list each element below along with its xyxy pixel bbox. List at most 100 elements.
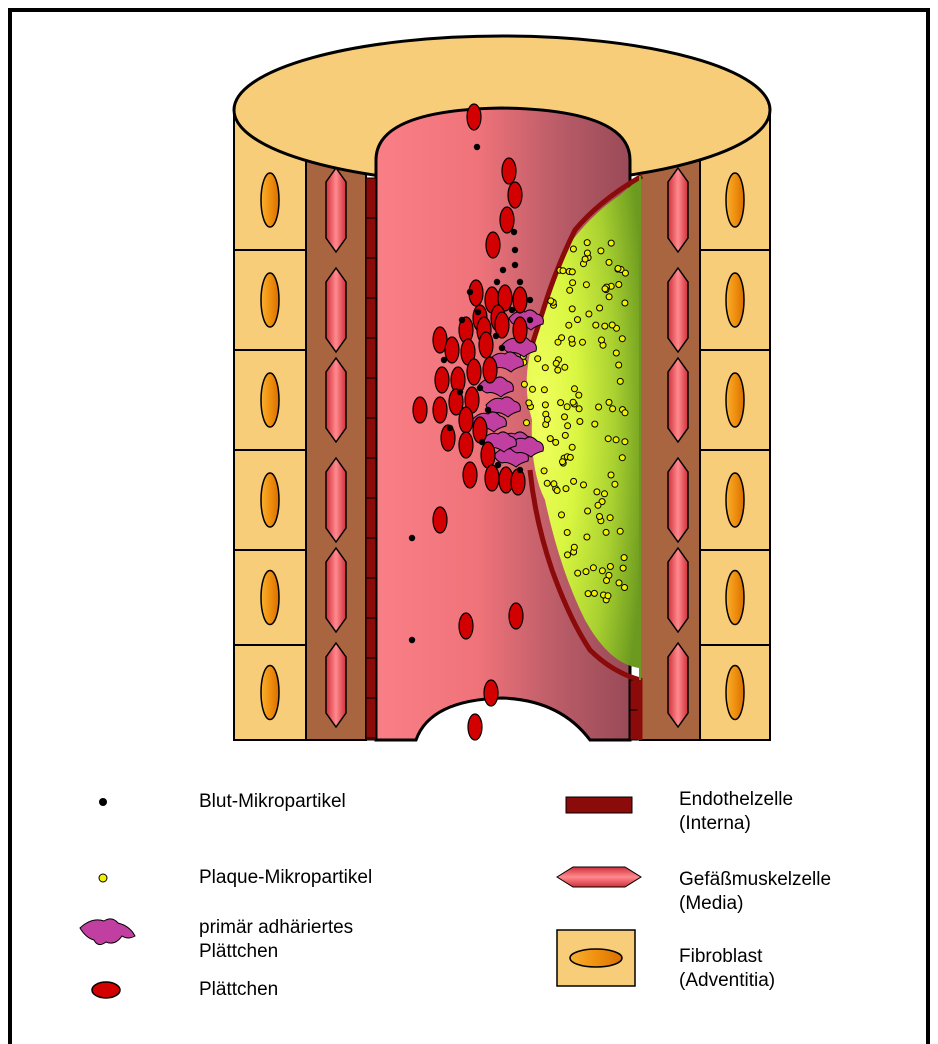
legend-icons (80, 797, 641, 998)
plaque-microparticle (560, 268, 566, 274)
endothelial-cell (366, 618, 376, 658)
blood-microparticle (495, 462, 501, 468)
plaque-microparticle (620, 565, 626, 571)
endothelial-cell (366, 698, 376, 738)
endothelial-cell (366, 178, 376, 218)
plaque-microparticle (542, 402, 548, 408)
plaque-microparticle (559, 512, 565, 518)
plaque-microparticle (619, 336, 625, 342)
platelet (463, 462, 477, 488)
platelet (513, 287, 527, 313)
fibroblast-nucleus (261, 473, 279, 527)
platelet (483, 357, 497, 383)
plaque-microparticle (567, 454, 573, 460)
black-dot-icon (99, 798, 107, 806)
blood-microparticle (477, 385, 483, 391)
plaque-microparticle (570, 246, 576, 252)
plaque-microparticle (593, 322, 599, 328)
smooth-muscle-cell (668, 168, 688, 252)
plaque-microparticle (613, 437, 619, 443)
smooth-muscle-cell (668, 548, 688, 632)
endothelial-cell (366, 738, 376, 740)
red-oval-icon (92, 982, 120, 998)
plaque-microparticle (612, 481, 618, 487)
plaque-microparticle (584, 250, 590, 256)
plaque-microparticle (583, 569, 589, 575)
smooth-muscle-cell (326, 548, 346, 632)
plaque-microparticle (622, 410, 628, 416)
plaque-microparticle (594, 489, 600, 495)
platelet (509, 603, 523, 629)
plaque-microparticle (544, 480, 550, 486)
endothelial-cell (366, 258, 376, 298)
plaque-microparticle (555, 367, 561, 373)
magenta-blob-icon (80, 919, 135, 945)
endothelial-cell (366, 338, 376, 378)
plaque-microparticle (602, 286, 608, 292)
endothelial-cell (366, 538, 376, 578)
blood-microparticle (467, 289, 473, 295)
label-plaque-microparticle: Plaque-Mikropartikel (199, 866, 372, 890)
plaque-microparticle (554, 488, 560, 494)
plaque-microparticle (584, 240, 590, 246)
plaque-microparticle (576, 406, 582, 412)
endothelial-bar-icon (566, 797, 632, 813)
plaque-microparticle (604, 578, 610, 584)
platelet (459, 432, 473, 458)
smooth-muscle-cell (668, 268, 688, 352)
blood-microparticle (441, 357, 447, 363)
plaque-microparticle (615, 266, 621, 272)
blood-microparticle (479, 439, 485, 445)
plaque-microparticle (603, 529, 609, 535)
blood-microparticle (509, 307, 515, 313)
blood-microparticle (517, 279, 523, 285)
plaque-microparticle (564, 530, 570, 536)
platelet (467, 104, 481, 130)
plaque-microparticle (562, 364, 568, 370)
blood-microparticle (512, 262, 518, 268)
fibroblast-nucleus (726, 273, 744, 327)
label-platelet: Plättchen (199, 978, 278, 1002)
plaque-microparticle (530, 386, 536, 392)
plaque-microparticle (617, 528, 623, 534)
plaque-microparticle (622, 585, 628, 591)
endothelial-cell (366, 578, 376, 618)
smooth-muscle-cell (326, 168, 346, 252)
platelet (511, 469, 525, 495)
muscle-cell-icon (557, 867, 641, 887)
label-endothelial-cell: Endothelzelle (Interna) (679, 788, 793, 836)
plaque-microparticle (571, 478, 577, 484)
platelet (445, 337, 459, 363)
plaque-microparticle (565, 552, 571, 558)
plaque-microparticle (596, 404, 602, 410)
endothelial-cell (366, 378, 376, 418)
platelet (500, 207, 514, 233)
plaque-microparticle (582, 256, 588, 262)
plaque-microparticle (558, 400, 564, 406)
blood-microparticle (499, 345, 505, 351)
blood-microparticle (409, 535, 415, 541)
platelet (433, 507, 447, 533)
fibroblast-nucleus (726, 173, 744, 227)
blood-microparticle (527, 317, 533, 323)
plaque-microparticle (535, 356, 541, 362)
platelet (502, 158, 516, 184)
plaque-microparticle (586, 311, 592, 317)
platelet (459, 407, 473, 433)
plaque-microparticle (569, 306, 575, 312)
plaque-microparticle (606, 399, 612, 405)
plaque-microparticle (602, 491, 608, 497)
plaque-microparticle (622, 439, 628, 445)
blood-microparticle (493, 333, 499, 339)
blood-microparticle (494, 279, 500, 285)
plaque-microparticle (575, 570, 581, 576)
plaque-microparticle (569, 444, 575, 450)
plaque-microparticle (553, 439, 559, 445)
smooth-muscle-cell (668, 643, 688, 727)
platelet (435, 367, 449, 393)
plaque-microparticle (597, 305, 603, 311)
blood-microparticle (409, 637, 415, 643)
plaque-microparticle (570, 399, 576, 405)
plaque-microparticle (616, 362, 622, 368)
smooth-muscle-cell (326, 458, 346, 542)
